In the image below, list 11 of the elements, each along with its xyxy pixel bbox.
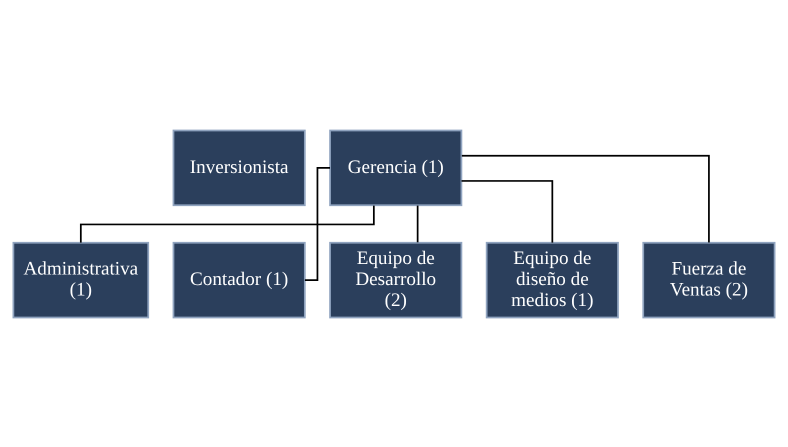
node-box: Inversionista bbox=[172, 129, 306, 206]
node-box: Fuerza de Ventas (2) bbox=[642, 241, 776, 318]
node-box: Equipo de diseño de medios (1) bbox=[486, 241, 619, 318]
connector bbox=[416, 205, 418, 242]
connector bbox=[461, 180, 554, 242]
node-box: Contador (1) bbox=[172, 241, 306, 318]
connector bbox=[462, 154, 710, 242]
node-box: Administrativa (1) bbox=[12, 241, 150, 318]
connector bbox=[80, 205, 375, 242]
node-box: Gerencia (1) bbox=[329, 129, 462, 206]
node-box: Equipo de Desarrollo (2) bbox=[329, 241, 462, 318]
